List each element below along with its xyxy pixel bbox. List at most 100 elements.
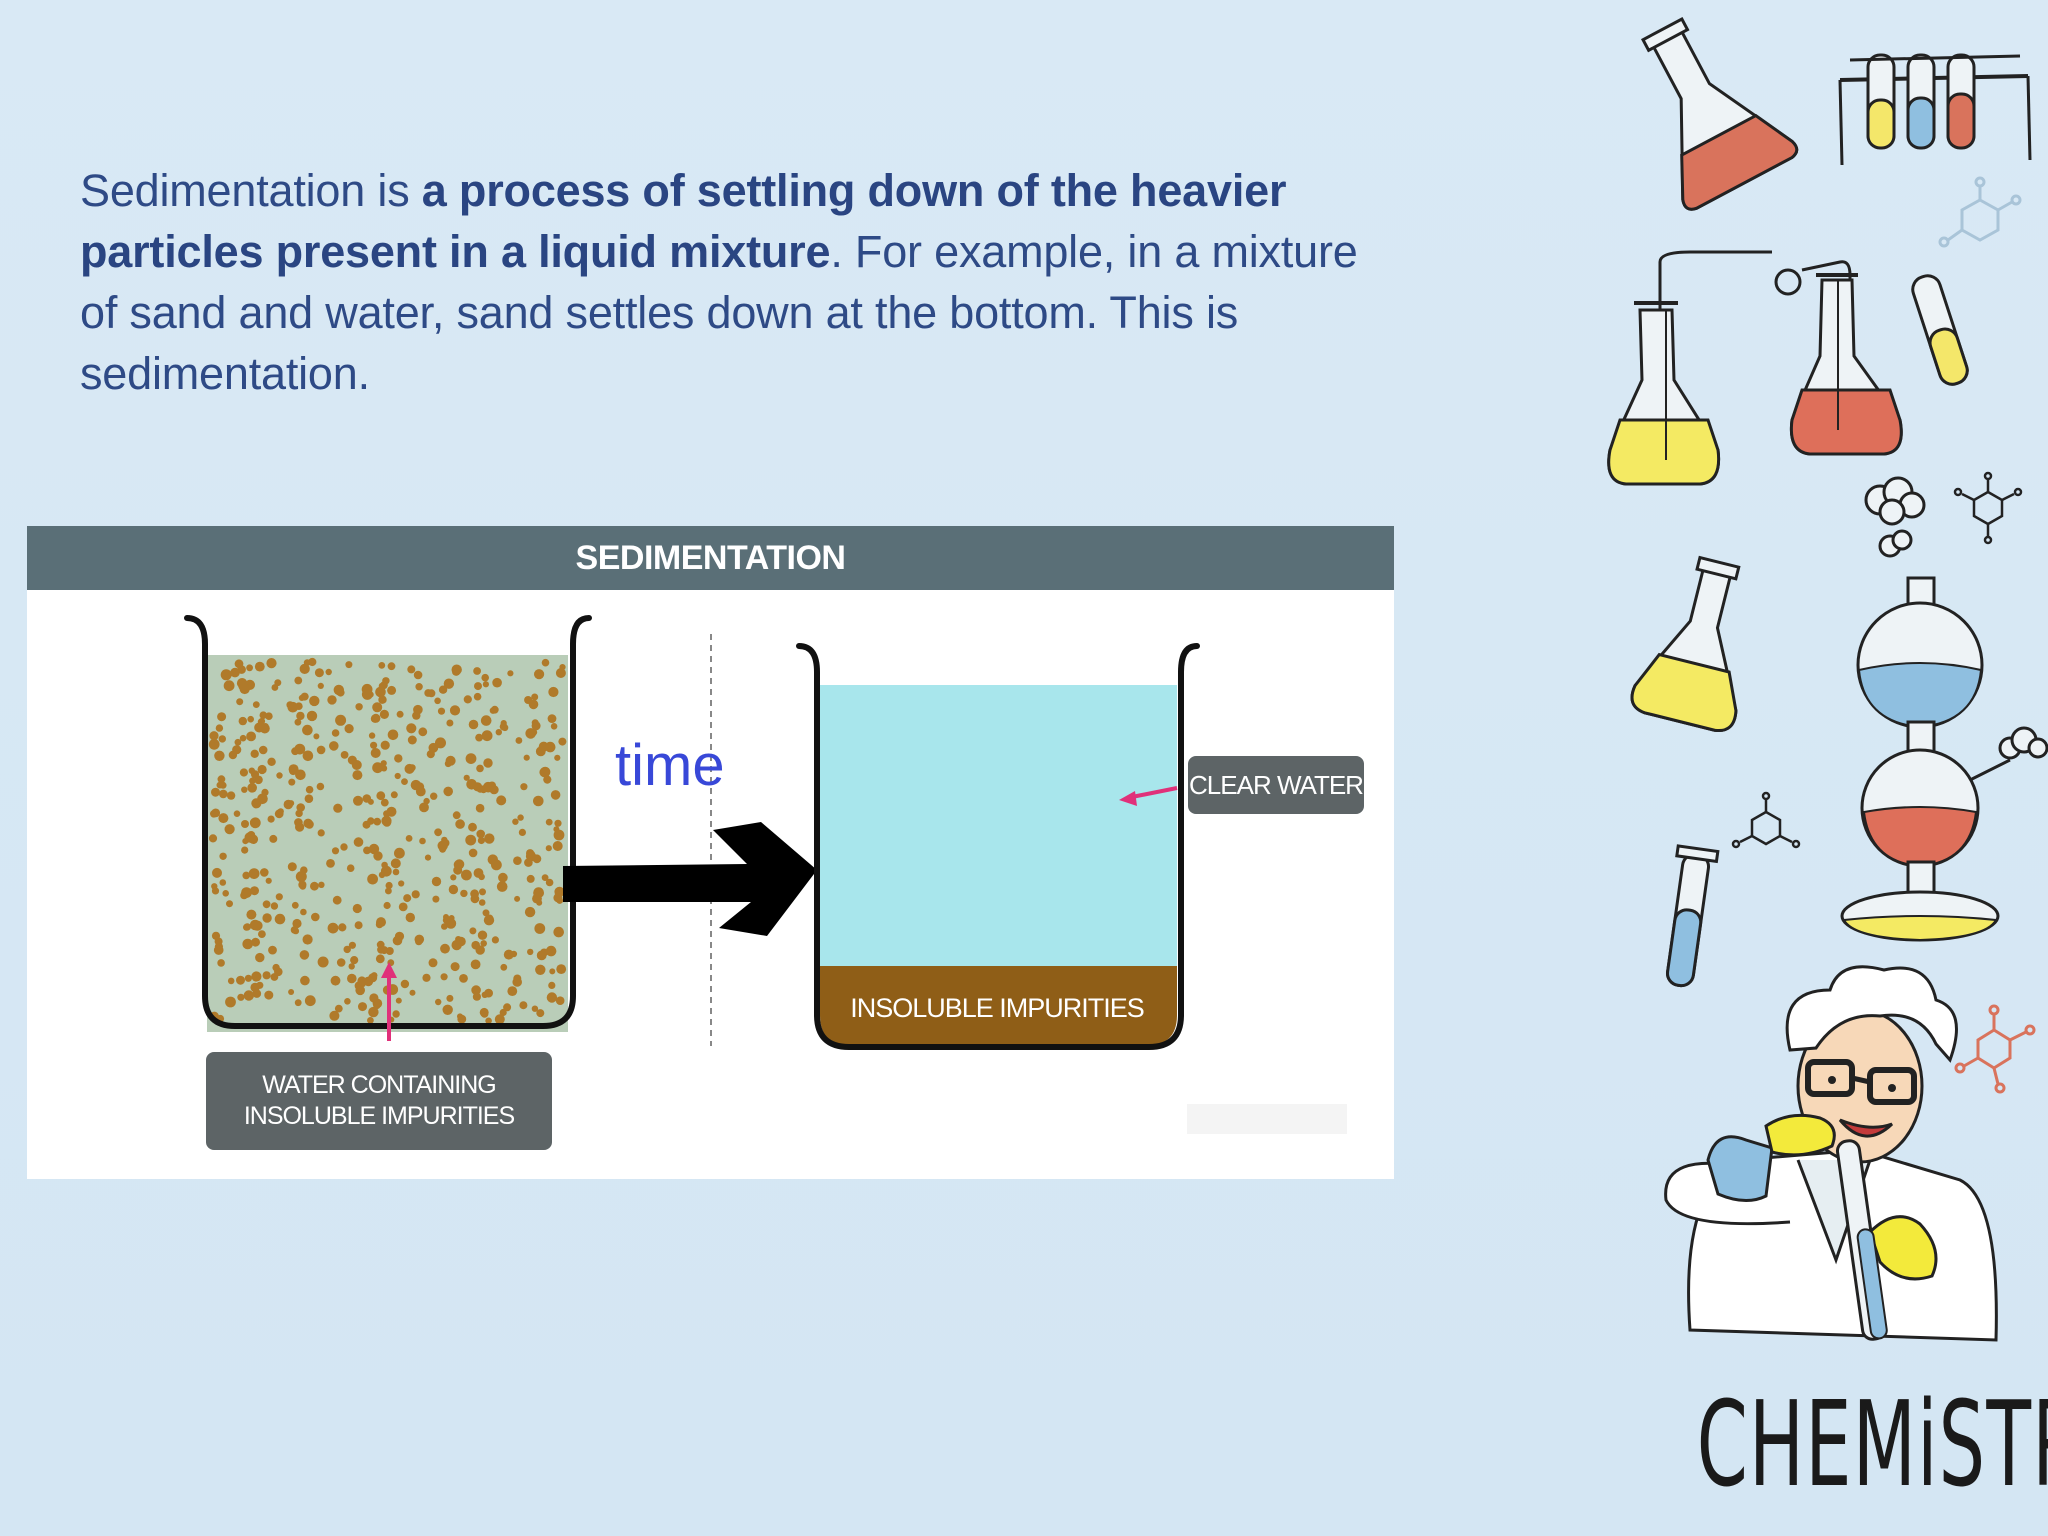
impurity-particle: [256, 981, 264, 989]
impurity-particle: [244, 974, 252, 982]
impurity-particle: [512, 818, 519, 825]
impurity-particle: [369, 993, 379, 1003]
impurity-particle: [274, 913, 286, 925]
impurity-particle: [288, 778, 296, 786]
test-tube-icon: [1665, 844, 1720, 988]
impurity-particle: [294, 999, 302, 1007]
impurity-particle: [545, 878, 554, 887]
impurity-particle: [331, 847, 340, 855]
impurity-particle: [326, 859, 335, 868]
impurity-particle: [233, 810, 241, 817]
impurity-particle: [294, 718, 302, 726]
impurity-particle: [408, 764, 416, 772]
impurity-particle: [291, 747, 299, 756]
impurity-particle: [394, 754, 403, 763]
impurity-particle: [450, 962, 460, 972]
impurity-particle: [264, 990, 274, 1000]
chemistry-word: CHEMiSTRY: [1696, 1375, 2048, 1513]
impurity-particle: [303, 818, 313, 828]
impurity-particle: [380, 740, 390, 750]
impurity-particle: [445, 755, 456, 766]
impurity-particle: [415, 786, 426, 797]
impurity-particle: [352, 770, 363, 781]
impurity-particle: [353, 795, 363, 806]
impurity-particle: [545, 818, 553, 826]
impurity-particle: [463, 774, 470, 781]
impurity-particle: [536, 1009, 545, 1018]
impurity-particle: [208, 834, 218, 843]
impurity-particle: [554, 754, 561, 761]
impurity-particle: [222, 890, 229, 897]
impurity-particle: [553, 826, 560, 833]
impurity-particle: [250, 749, 259, 758]
impurity-particle: [330, 975, 341, 986]
impurity-particle: [501, 724, 509, 732]
impurity-particle: [477, 836, 485, 845]
impurity-particle: [334, 1004, 343, 1013]
steam-cloud-icon: [1864, 476, 1926, 558]
impurity-particle: [405, 912, 415, 923]
impurity-particle: [258, 745, 268, 755]
impurity-particle: [524, 906, 536, 918]
impurity-particle: [495, 729, 502, 736]
impurity-particle: [213, 945, 224, 955]
impurity-particle: [380, 765, 388, 772]
impurity-particle: [380, 760, 387, 767]
impurity-particle: [376, 917, 386, 928]
impurity-particle: [239, 683, 250, 695]
impurity-particle: [240, 891, 249, 900]
impurity-particle: [372, 702, 383, 713]
impurity-particle: [209, 731, 219, 741]
impurity-particle: [258, 717, 266, 725]
impurity-particle: [299, 882, 307, 890]
impurity-particle: [249, 777, 256, 785]
impurity-particle: [392, 868, 400, 876]
impurity-particle: [385, 887, 392, 895]
impurity-particle: [507, 670, 514, 677]
impurity-particle: [437, 840, 448, 851]
impurity-particle: [317, 682, 324, 689]
impurity-particle: [358, 1002, 367, 1012]
impurity-particle: [325, 668, 332, 676]
erlenmeyer-flask-icon: [1630, 555, 1741, 733]
impurity-particle: [424, 689, 433, 697]
sediment-layer: [820, 966, 1177, 1046]
impurity-particle: [248, 868, 260, 879]
impurity-particle: [538, 741, 549, 752]
impurity-particle: [533, 795, 544, 807]
impurity-particle: [503, 949, 514, 960]
distillation-flasks-icon: [1607, 250, 1903, 486]
impurity-particle: [259, 711, 268, 719]
impurity-particle: [289, 767, 298, 776]
impurity-particle: [373, 817, 382, 826]
intro-text-start: Sedimentation is: [80, 165, 422, 216]
impurity-particle: [478, 873, 485, 881]
impurity-particle: [535, 964, 546, 975]
impurity-particle: [219, 852, 227, 860]
impurity-particle: [246, 664, 254, 672]
impurity-particle: [236, 698, 244, 706]
impurity-particle: [262, 913, 272, 923]
impurity-particle: [333, 803, 343, 813]
impurity-particle: [483, 758, 493, 768]
impurity-particle: [418, 727, 428, 737]
intro-definition: a process of settling down of the heavie…: [80, 165, 1287, 277]
impurity-particle: [468, 822, 477, 832]
impurity-particle: [370, 972, 378, 979]
impurity-particle: [514, 895, 521, 902]
impurity-particle: [375, 686, 386, 698]
impurity-particle: [237, 993, 245, 1001]
impurity-particle: [398, 880, 405, 887]
impurity-particle: [529, 728, 538, 736]
sedimentation-diagram: [184, 615, 1347, 1134]
impurity-particle: [251, 937, 260, 947]
impurity-particle: [242, 938, 253, 950]
impurity-particle: [242, 871, 250, 880]
impurity-particle: [367, 798, 374, 805]
impurity-particle: [476, 829, 486, 839]
molecule-icon: [1938, 176, 2022, 248]
impurity-particle: [292, 918, 302, 929]
impurity-particle: [545, 845, 552, 852]
impurity-particle: [531, 721, 541, 731]
impurity-particle: [527, 948, 534, 956]
